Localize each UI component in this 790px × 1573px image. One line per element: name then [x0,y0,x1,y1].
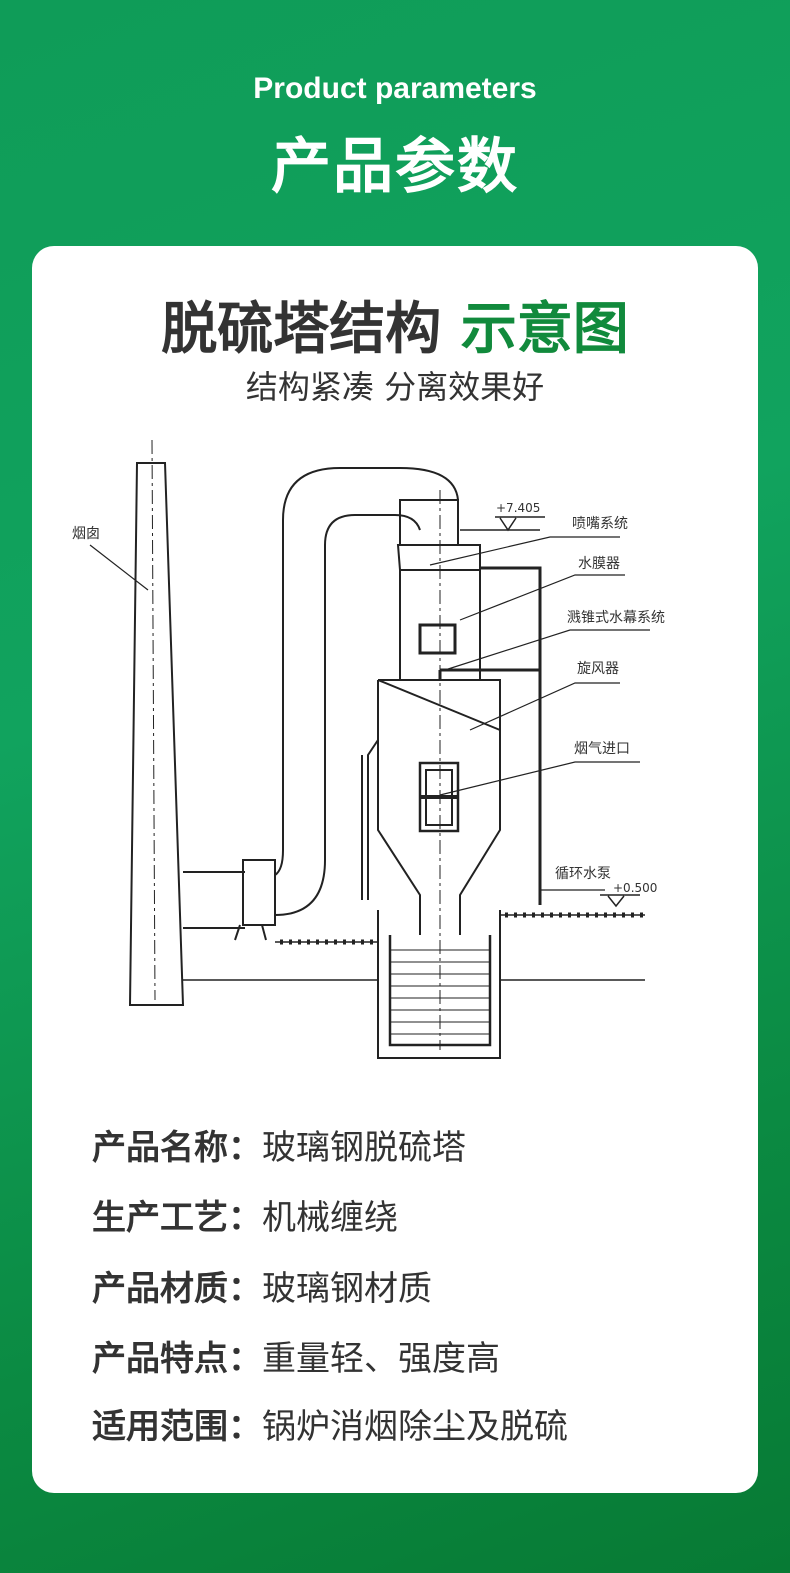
spec-row-process: 生产工艺：机械缠绕 [92,1190,398,1239]
label-nozzle: 喷嘴系统 [572,516,628,532]
spec-row-material: 产品材质：玻璃钢材质 [92,1261,432,1310]
spec-value: 锅炉消烟除尘及脱硫 [262,1407,568,1447]
chimney [128,439,185,1006]
spec-label: 产品特点： [92,1339,262,1379]
spec-label: 产品名称： [92,1128,262,1168]
header-title: 产品参数 [271,132,519,202]
label-gas-inlet: 烟气进口 [574,741,630,757]
label-water-film: 水膜器 [578,556,620,572]
spec-value: 玻璃钢脱硫塔 [262,1128,466,1168]
header-subtitle-en: Product parameters [253,72,537,105]
card-subtitle: 结构紧凑 分离效果好 [245,368,545,406]
leader-lines [89,536,650,891]
title-main: 脱硫塔结构 [161,297,442,362]
spec-value: 重量轻、强度高 [262,1339,500,1379]
label-pump: 循环水泵 [555,866,611,882]
label-cyclone: 旋风器 [577,661,619,677]
flue-pipe [183,467,459,941]
water-pool [377,910,501,1059]
spec-label: 生产工艺： [92,1198,262,1238]
spec-row-application: 适用范围：锅炉消烟除尘及脱硫 [92,1399,568,1448]
water-pipes [438,566,542,905]
spec-row-features: 产品特点：重量轻、强度高 [92,1331,500,1380]
label-chimney: 烟囱 [72,526,100,542]
card-title: 脱硫塔结构 示意图 [0,284,790,365]
title-accent: 示意图 [460,297,629,362]
spec-row-name: 产品名称：玻璃钢脱硫塔 [92,1120,466,1169]
elevation-marks [460,516,640,908]
spec-label: 产品材质： [92,1269,262,1309]
spec-value: 玻璃钢材质 [262,1269,432,1309]
label-cone-curtain: 溅锥式水幕系统 [567,610,665,626]
product-card [32,246,758,1493]
tower-lower [361,679,501,935]
ground-lines [183,912,645,981]
label-elev-top: +7.405 [496,501,540,515]
spec-value: 机械缠绕 [262,1198,398,1238]
spec-label: 适用范围： [92,1407,262,1447]
label-elev-ground: +0.500 [613,881,657,895]
desulfurization-tower-diagram: 烟囱 喷嘴系统 水膜器 溅锥式水幕系统 旋风器 烟气进口 循环水泵 +7.405… [72,439,665,1059]
